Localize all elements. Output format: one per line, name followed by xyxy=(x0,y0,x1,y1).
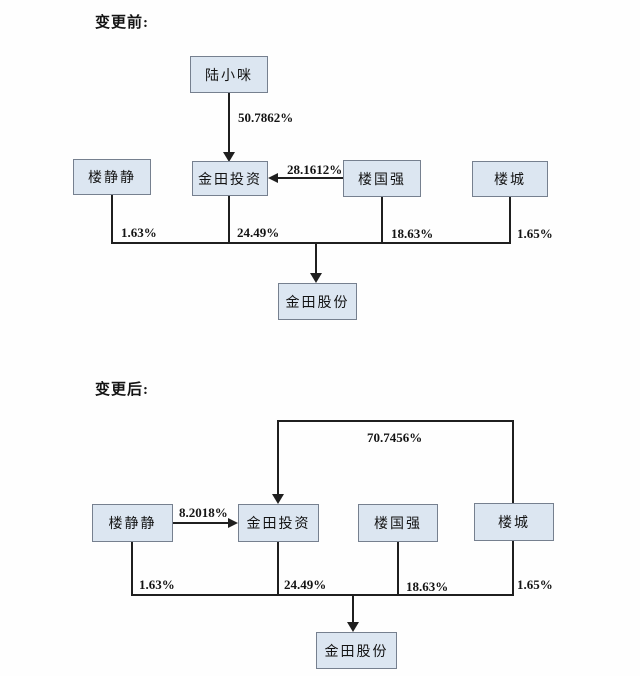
edge-jingjing-drop-after xyxy=(131,542,133,595)
edge-jingjing-drop-before xyxy=(111,195,113,243)
edge-investment-drop-after xyxy=(277,542,279,595)
pct-jingjing-to-investment: 8.2018% xyxy=(179,505,228,520)
pct-guoqiang-to-investment: 28.1612% xyxy=(287,162,343,177)
edge-guoqiang-drop-after xyxy=(397,542,399,595)
arrowhead-left-guoqiang-to-investment xyxy=(268,173,278,183)
node-lou-cheng-after: 楼城 xyxy=(474,503,554,541)
edge-cheng-to-investment-top xyxy=(277,420,514,422)
pct-guoqiang-shares-after: 18.63% xyxy=(406,579,449,594)
node-lou-guoqiang-after: 楼国强 xyxy=(358,504,438,542)
edge-guoqiang-drop-before xyxy=(381,197,383,243)
node-lou-jingjing-before: 楼静静 xyxy=(73,159,151,195)
node-jintian-shares-after: 金田股份 xyxy=(316,632,397,669)
section-label-after: 变更后: xyxy=(95,382,149,398)
edge-bus-to-shares-after xyxy=(352,595,354,624)
pct-guoqiang-shares-before: 18.63% xyxy=(391,226,434,241)
arrowhead-down-shares-after xyxy=(347,622,359,632)
node-jintian-investment-after: 金田投资 xyxy=(238,504,319,542)
pct-cheng-shares-after: 1.65% xyxy=(517,577,553,592)
edge-jingjing-to-investment-line xyxy=(173,522,230,524)
pct-investment-shares-after: 24.49% xyxy=(284,577,327,592)
pct-investment-shares-before: 24.49% xyxy=(237,225,280,240)
edge-lu-to-investment-line xyxy=(228,93,230,153)
node-lu-xiaomi: 陆小咪 xyxy=(190,56,268,93)
arrowhead-down-lu-to-investment xyxy=(223,152,235,162)
pct-cheng-shares-before: 1.65% xyxy=(517,226,553,241)
arrowhead-down-cheng-to-investment xyxy=(272,494,284,504)
arrowhead-down-shares-before xyxy=(310,273,322,283)
bus-line-before xyxy=(111,242,511,244)
edge-bus-to-shares-before xyxy=(315,243,317,275)
section-label-before: 变更前: xyxy=(95,15,149,31)
node-lou-jingjing-after: 楼静静 xyxy=(92,504,173,542)
node-jintian-shares-before: 金田股份 xyxy=(278,283,357,320)
pct-lu-to-investment: 50.7862% xyxy=(238,110,294,125)
edge-cheng-to-investment-right xyxy=(512,420,514,504)
bus-line-after xyxy=(131,594,514,596)
arrowhead-right-jingjing-to-investment xyxy=(228,518,238,528)
edge-cheng-to-investment-left xyxy=(277,420,279,495)
pct-cheng-to-investment: 70.7456% xyxy=(367,430,423,445)
edge-cheng-drop-after xyxy=(512,541,514,595)
node-lou-guoqiang-before: 楼国强 xyxy=(343,160,421,197)
pct-jingjing-shares-before: 1.63% xyxy=(121,225,157,240)
node-lou-cheng-before: 楼城 xyxy=(472,161,548,197)
edge-investment-drop-before xyxy=(228,196,230,243)
node-jintian-investment-before: 金田投资 xyxy=(192,161,268,196)
edge-cheng-drop-before xyxy=(509,197,511,243)
pct-jingjing-shares-after: 1.63% xyxy=(139,577,175,592)
edge-guoqiang-to-investment-line xyxy=(277,177,343,179)
